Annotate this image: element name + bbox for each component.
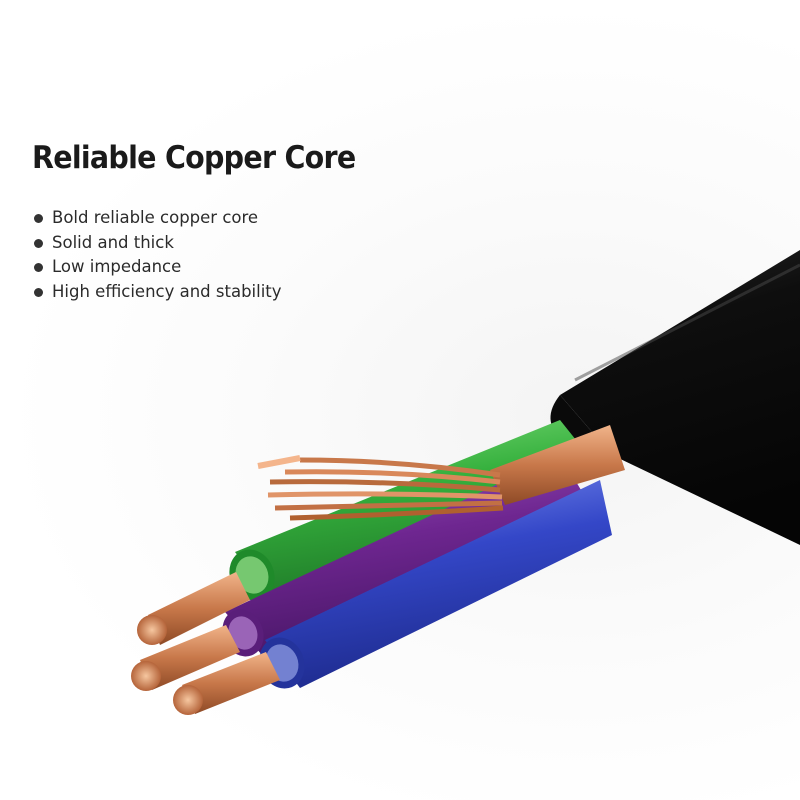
copper-strands-top — [257, 425, 625, 521]
feature-item: Bold reliable copper core — [34, 206, 282, 231]
feature-text: Low impedance — [52, 257, 182, 277]
feature-item: Low impedance — [34, 255, 282, 280]
feature-text: Solid and thick — [52, 232, 174, 252]
feature-text: Bold reliable copper core — [52, 208, 259, 227]
feature-item: High efficiency and stability — [34, 280, 282, 305]
page-title: Reliable Copper Core — [32, 140, 356, 176]
bullet-icon — [34, 263, 43, 273]
copper-conductor-green — [137, 572, 250, 645]
bullet-icon — [34, 238, 43, 248]
feature-list: Bold reliable copper core Solid and thic… — [34, 206, 282, 304]
bullet-icon — [34, 214, 43, 223]
bullet-icon — [34, 287, 43, 297]
feature-item: Solid and thick — [34, 231, 282, 256]
copper-conductor-purple — [131, 625, 240, 691]
feature-text: High efficiency and stability — [52, 281, 282, 301]
copper-conductor-blue — [173, 652, 280, 715]
